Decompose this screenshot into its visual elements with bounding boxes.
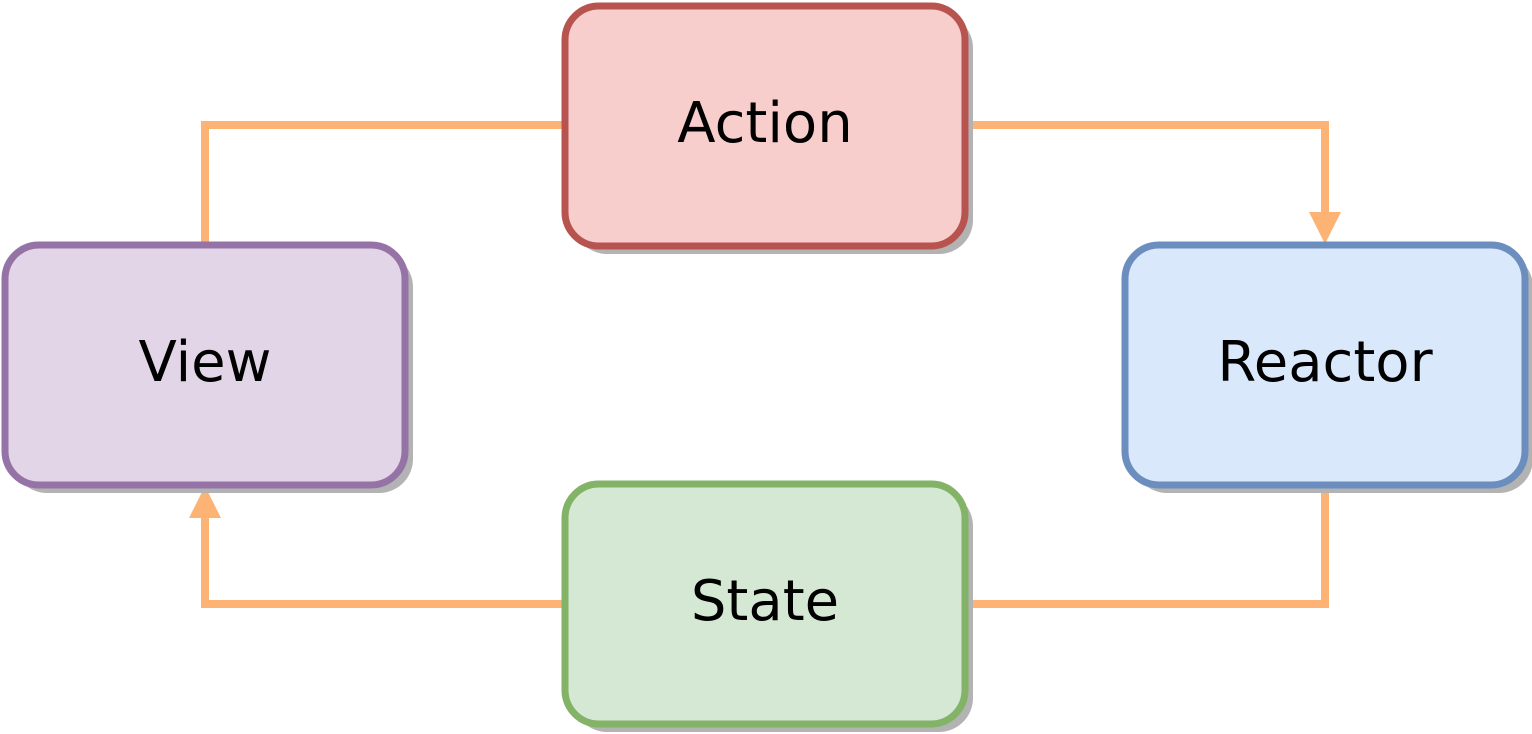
node-reactor: Reactor <box>1121 241 1532 493</box>
node-view-label: View <box>139 330 272 395</box>
node-action: Action <box>561 2 973 254</box>
arrowhead-into-view-icon <box>189 486 221 518</box>
edge-state-to-view <box>201 516 565 608</box>
arrowhead-into-reactor-icon <box>1309 212 1341 244</box>
edge-reactor-to-state <box>965 486 1329 608</box>
node-view: View <box>1 241 413 493</box>
edge-view-to-action <box>201 121 565 244</box>
edges <box>189 121 1341 608</box>
node-action-label: Action <box>677 91 852 156</box>
node-reactor-label: Reactor <box>1217 330 1433 395</box>
node-state-label: State <box>691 569 839 634</box>
node-state: State <box>561 480 973 732</box>
edge-action-to-reactor <box>965 121 1329 214</box>
